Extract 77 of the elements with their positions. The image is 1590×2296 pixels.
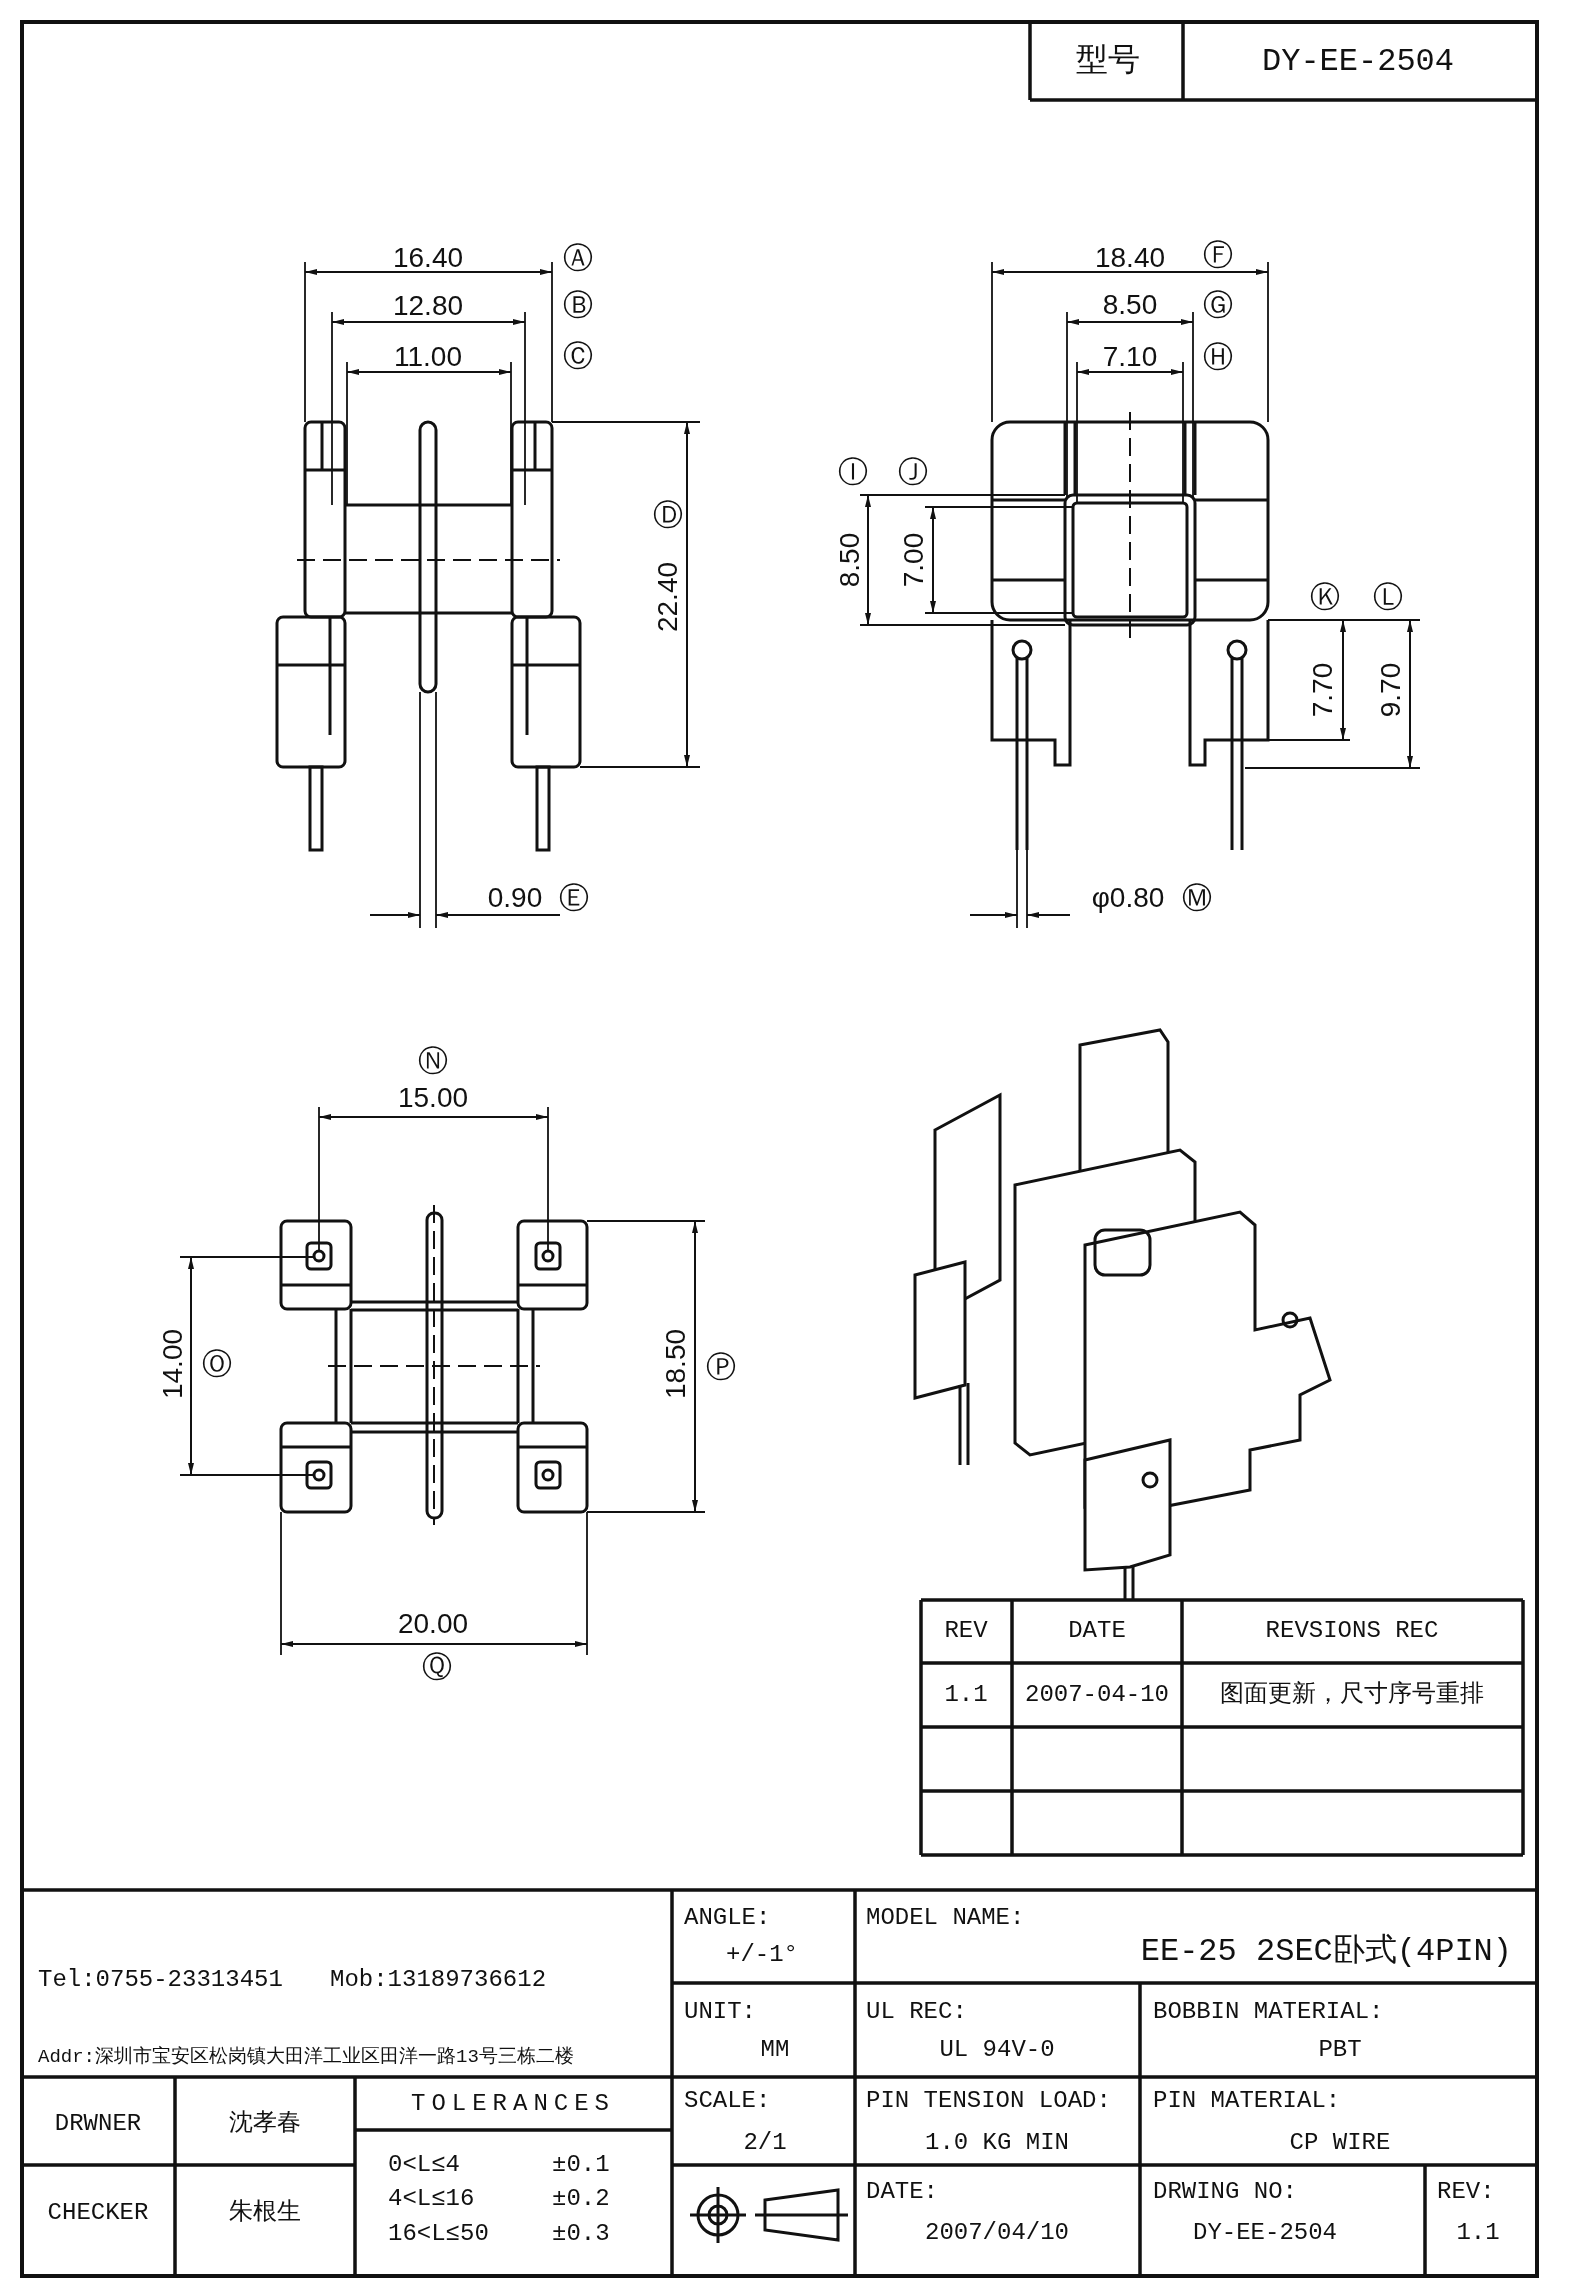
field-value: CP WIRE: [1289, 2131, 1391, 2155]
field-label: DATE:: [866, 2180, 938, 2204]
callout-letter: Ⓐ: [563, 243, 593, 273]
dimension-value: 7.70: [1309, 662, 1337, 718]
callout-letter: Ⓜ: [1182, 883, 1212, 913]
address-text: Addr:深圳市宝安区松岗镇大田洋工业区田洋一路13号三栋二楼: [38, 2047, 574, 2067]
tolerance-value: ±0.2: [552, 2187, 610, 2211]
tolerance-range: 0<L≤4: [388, 2153, 460, 2177]
person-name: 朱根生: [229, 2201, 301, 2225]
dimension-value: 11.00: [394, 343, 462, 371]
field-value: 2/1: [743, 2131, 787, 2155]
callout-letter: Ⓗ: [1203, 342, 1233, 372]
callout-letter: Ⓟ: [706, 1352, 736, 1382]
title-text: 型号: [1076, 46, 1140, 78]
field-value: UL 94V-0: [939, 2038, 1055, 2062]
callout-letter: Ⓠ: [422, 1652, 452, 1682]
column-heading: REVSIONS REC: [1265, 1619, 1439, 1643]
tolerance-value: ±0.3: [552, 2222, 610, 2246]
phone-number: Tel:0755-23313451: [38, 1968, 283, 1992]
field-value: MM: [760, 2038, 790, 2062]
dimension-value: φ0.80: [1091, 884, 1165, 912]
dimension-value: 12.80: [392, 292, 464, 320]
field-value: +/-1°: [726, 1943, 798, 1967]
callout-letter: Ⓘ: [838, 457, 868, 487]
column-heading: DATE: [1068, 1619, 1126, 1643]
tolerance-range: 16<L≤50: [388, 2222, 489, 2246]
callout-letter: Ⓚ: [1310, 582, 1340, 612]
dimension-value: 16.40: [392, 244, 464, 272]
dimension-value: 0.90: [487, 884, 543, 912]
dimension-value: 18.40: [1094, 244, 1166, 272]
field-label: PIN TENSION LOAD:: [866, 2089, 1111, 2113]
dimension-value: 18.50: [662, 1328, 690, 1400]
field-value: 1.0 KG MIN: [925, 2131, 1069, 2155]
field-label: MODEL NAME:: [866, 1906, 1025, 1930]
callout-letter: Ⓛ: [1373, 582, 1403, 612]
field-value: 1.1: [1456, 2221, 1500, 2245]
callout-letter: Ⓙ: [898, 457, 928, 487]
field-label: REV:: [1437, 2180, 1495, 2204]
column-heading: REV: [944, 1619, 988, 1643]
dimension-value: 22.40: [654, 561, 682, 633]
dimension-value: 8.50: [836, 532, 864, 588]
field-label: SCALE:: [684, 2089, 771, 2113]
field-value: DY-EE-2504: [1193, 2221, 1337, 2245]
field-label: UL REC:: [866, 2000, 967, 2024]
section-heading: TOLERANCES: [411, 2092, 615, 2116]
callout-letter: Ⓓ: [653, 500, 683, 530]
phone-number: Mob:13189736612: [330, 1968, 547, 1992]
callout-letter: Ⓖ: [1203, 290, 1233, 320]
dimension-value: 7.00: [900, 532, 928, 588]
field-label: CHECKER: [47, 2201, 149, 2225]
dimension-value: 15.00: [397, 1084, 469, 1112]
person-name: 沈孝春: [229, 2112, 301, 2136]
dimension-value: 20.00: [397, 1610, 469, 1638]
field-value: PBT: [1318, 2038, 1362, 2062]
dimension-value: 14.00: [159, 1328, 187, 1400]
title-text: DY-EE-2504: [1262, 46, 1454, 78]
field-label: BOBBIN MATERIAL:: [1153, 2000, 1384, 2024]
dimension-value: 8.50: [1102, 291, 1158, 319]
field-label: ANGLE:: [684, 1906, 771, 1930]
revision-number: 1.1: [944, 1683, 988, 1707]
revision-date: 2007-04-10: [1025, 1683, 1169, 1707]
callout-letter: Ⓞ: [202, 1349, 232, 1379]
callout-letter: Ⓔ: [559, 883, 589, 913]
dimension-value: 7.10: [1102, 343, 1158, 371]
callout-letter: Ⓕ: [1203, 240, 1233, 270]
revision-note: 图面更新，尺寸序号重排: [1220, 1683, 1484, 1707]
field-label: DRWNER: [54, 2112, 142, 2136]
field-label: PIN MATERIAL:: [1153, 2089, 1341, 2113]
tolerance-value: ±0.1: [552, 2153, 610, 2177]
callout-letter: Ⓒ: [563, 341, 593, 371]
field-label: UNIT:: [684, 2000, 756, 2024]
field-value: 2007/04/10: [925, 2221, 1069, 2245]
tolerance-range: 4<L≤16: [388, 2187, 475, 2211]
callout-letter: Ⓑ: [563, 290, 593, 320]
field-label: DRWING NO:: [1153, 2180, 1298, 2204]
callout-letter: Ⓝ: [418, 1046, 448, 1076]
dimension-value: 9.70: [1377, 662, 1405, 718]
